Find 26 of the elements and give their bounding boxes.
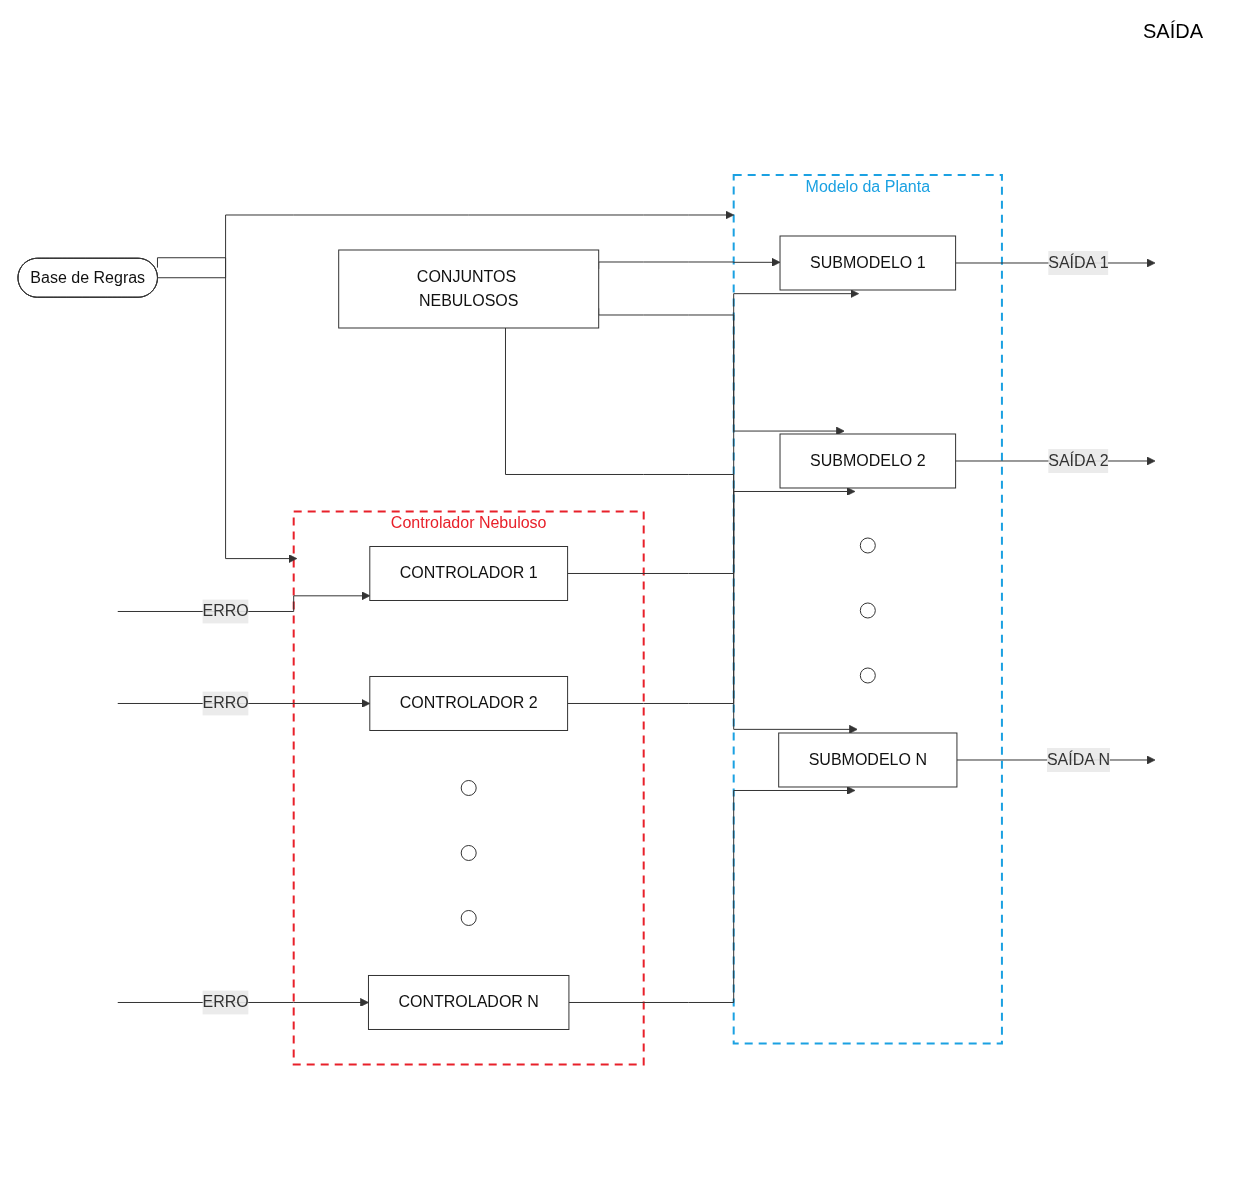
- edge-label: SAÍDA 2: [1048, 452, 1109, 470]
- arrow: [567, 289, 859, 575]
- node-circle: [859, 537, 876, 554]
- edge-label: ERRO: [202, 694, 249, 712]
- node-circle: [460, 910, 477, 927]
- node-circle: [460, 780, 477, 797]
- node-box: CONTROLADOR N: [367, 975, 570, 1031]
- node-box: SUBMODELO 1: [779, 235, 957, 291]
- edge-label: SAÍDA N: [1046, 751, 1111, 769]
- edge-label: ERRO: [202, 993, 249, 1011]
- node-box: SUBMODELO 2: [779, 433, 957, 489]
- arrow: [567, 487, 856, 705]
- arrow: [156, 210, 735, 279]
- node-circle: [460, 845, 477, 862]
- node-circle: [859, 667, 876, 684]
- node-box: CONTROLADOR 1: [369, 546, 569, 602]
- arrow: [156, 257, 298, 564]
- edge-label: SAÍDA 1: [1048, 254, 1109, 272]
- arrow: [504, 327, 858, 734]
- arrow: [568, 786, 856, 1004]
- node-circle: [859, 602, 876, 619]
- edge-label: ERRO: [202, 602, 249, 620]
- output-label: SAÍDA: [1142, 20, 1203, 43]
- node-box: SUBMODELO N: [778, 732, 958, 788]
- node-box: CONTROLADOR 2: [369, 676, 569, 732]
- node-box: CONJUNTOS NEBULOSOS: [338, 249, 600, 329]
